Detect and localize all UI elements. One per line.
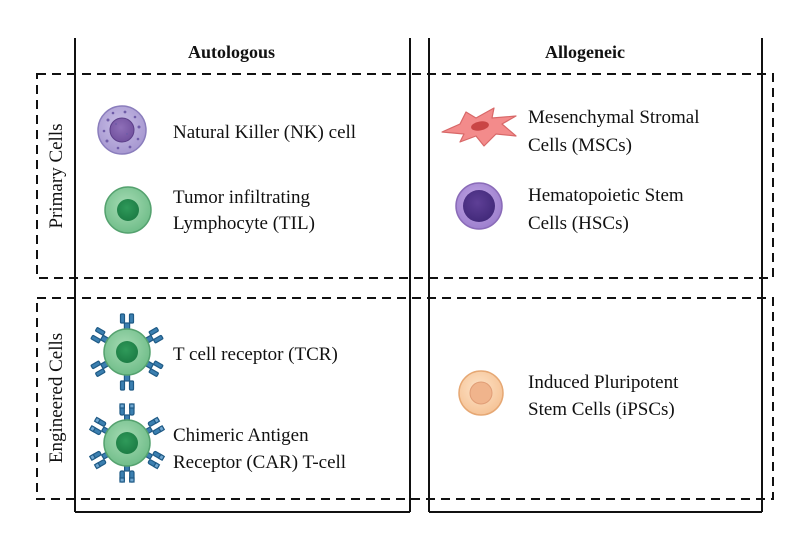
nk-cell-icon [97, 105, 147, 155]
ipsc-cell-icon [458, 370, 504, 416]
ipsc-label-line-2: Stem Cells (iPSCs) [528, 399, 675, 420]
msc-cell-icon [441, 107, 517, 147]
column-dividers [74, 38, 763, 513]
row-boxes [36, 73, 774, 500]
til-label-line-1: Tumor infiltrating [173, 187, 311, 208]
column-header-allogeneic: Allogeneic [545, 42, 625, 62]
nk-cell-label: Natural Killer (NK) cell [173, 122, 357, 143]
til-label-line-2: Lymphocyte (TIL) [173, 213, 315, 234]
msc-label-line-1: Mesenchymal Stromal [528, 107, 700, 128]
row-label-engineered-cells: Engineered Cells [46, 332, 67, 464]
car-label-line-2: Receptor (CAR) T-cell [173, 452, 347, 473]
hsc-label-line-1: Hematopoietic Stem [528, 185, 684, 206]
hsc-cell-icon [455, 182, 503, 230]
ipsc-label-line-1: Induced Pluripotent [528, 372, 679, 393]
car-t-cell-icon [89, 403, 165, 483]
msc-label-line-2: Cells (MSCs) [528, 135, 632, 156]
engineered-cells-box [36, 297, 774, 500]
tcr-cell-icon [90, 313, 164, 391]
column-header-autologous: Autologous [188, 42, 276, 62]
tcr-label: T cell receptor (TCR) [173, 344, 338, 365]
car-label-line-1: Chimeric Antigen [173, 425, 309, 446]
row-label-primary-cells: Primary Cells [46, 123, 67, 229]
primary-cells-box [36, 73, 774, 279]
hsc-label-line-2: Cells (HSCs) [528, 213, 629, 234]
til-cell-icon [104, 186, 152, 234]
